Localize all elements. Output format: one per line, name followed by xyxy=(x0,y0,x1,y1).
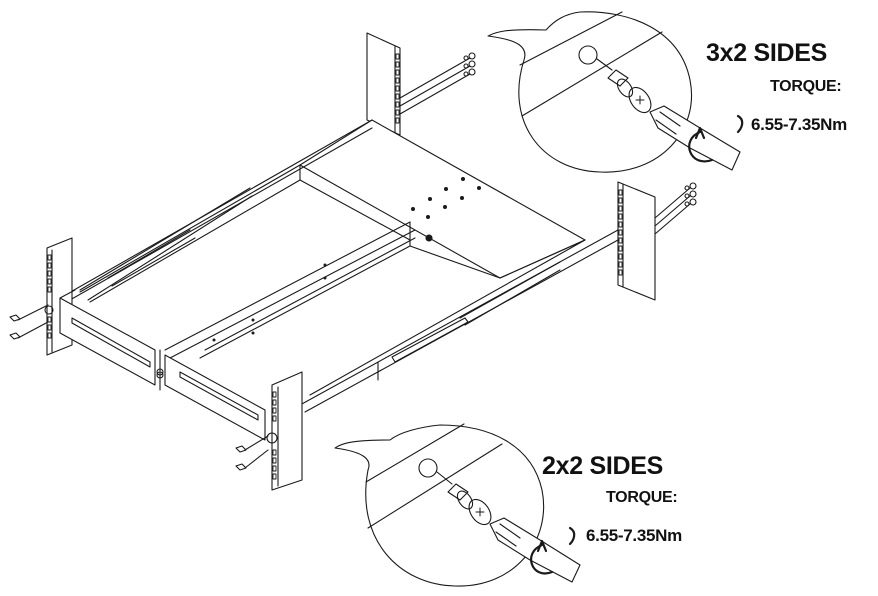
screw-icon xyxy=(436,471,492,526)
front-left-screws xyxy=(9,304,49,340)
rear-detail-callout-bubble xyxy=(487,11,692,173)
rear-torque-value: 6.55-7.35Nm xyxy=(751,115,847,134)
clockwise-rotation-icon xyxy=(530,526,576,575)
rear-left-screws xyxy=(399,52,476,115)
rear-right-screws xyxy=(654,182,697,235)
rear-sides-label: 3x2 SIDES xyxy=(706,39,827,67)
front-detail-callout-bubble xyxy=(334,423,545,587)
rear-left-rack-post xyxy=(366,32,401,136)
rear-torque-label: TORQUE: xyxy=(770,78,842,95)
front-sides-label: 2x2 SIDES xyxy=(542,452,663,480)
right-slide-rail xyxy=(299,229,619,413)
center-support-rail xyxy=(164,221,586,359)
screw-icon xyxy=(596,58,652,114)
clockwise-rotation-icon xyxy=(688,114,744,163)
front-torque-value: 6.55-7.35Nm xyxy=(586,526,682,545)
front-left-mounting-bracket xyxy=(59,289,164,386)
front-torque-label: TORQUE: xyxy=(606,489,678,506)
front-middle-mounting-bracket xyxy=(156,349,266,441)
front-right-rack-post xyxy=(266,371,303,491)
front-right-screws xyxy=(235,435,269,471)
rear-right-rack-post xyxy=(617,181,656,301)
left-slide-rail xyxy=(59,119,373,303)
